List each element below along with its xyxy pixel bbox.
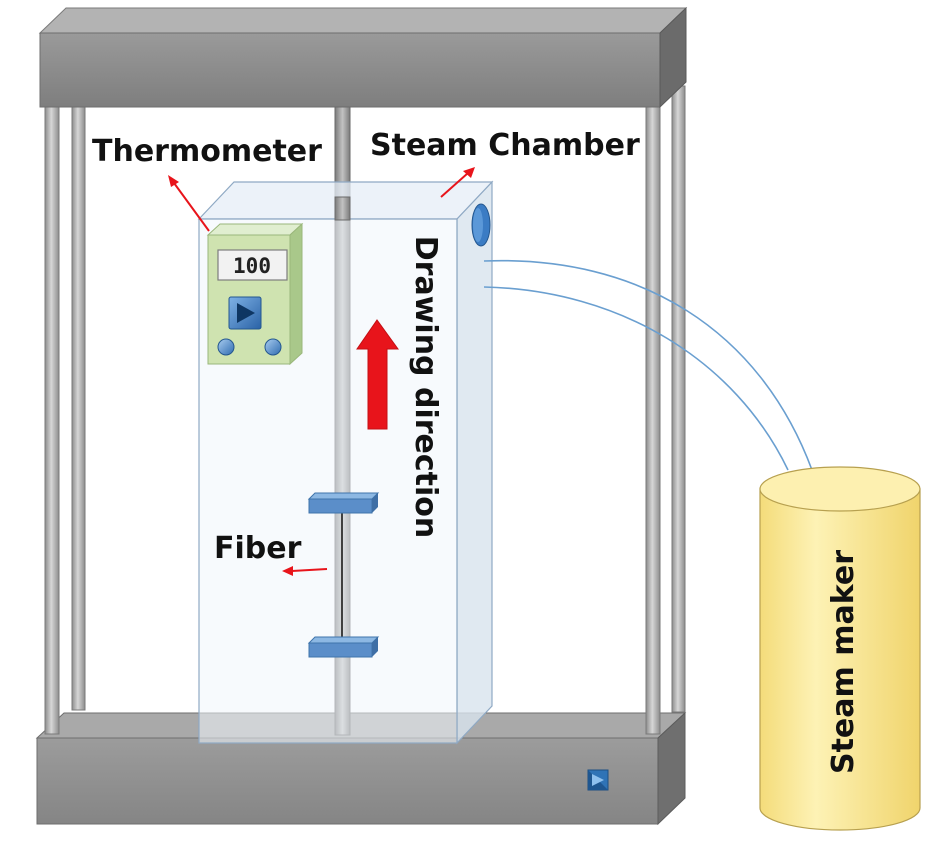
lower-clamp	[307, 636, 380, 658]
top-beam	[38, 6, 688, 109]
temperature-display: 100	[217, 249, 288, 281]
steam-maker-label: Steam maker	[826, 550, 861, 774]
drawing-direction-label: Drawing direction	[408, 236, 443, 539]
steam-chamber-label: Steam Chamber	[370, 128, 640, 163]
steam-inlet-port	[471, 203, 491, 247]
frame-posts	[44, 85, 686, 735]
upper-clamp	[307, 492, 380, 514]
steam-chamber-pointer-arrow	[440, 167, 475, 198]
stop-icon[interactable]	[587, 769, 609, 791]
drawing-direction-arrow	[356, 319, 399, 430]
steam-maker: Steam maker	[759, 466, 921, 831]
play-icon[interactable]	[228, 296, 262, 330]
temperature-reading: 100	[233, 254, 271, 278]
rod-through-lid	[334, 196, 351, 221]
knob-icon[interactable]	[217, 338, 235, 356]
fiber-label: Fiber	[214, 531, 302, 566]
fiber-pointer-arrow	[282, 566, 328, 576]
knob-icon[interactable]	[264, 338, 282, 356]
thermometer-label: Thermometer	[92, 134, 322, 169]
thermometer-pointer-arrow	[168, 175, 210, 232]
steam-pipes	[483, 259, 813, 471]
thermometer-device: 100	[206, 222, 304, 366]
